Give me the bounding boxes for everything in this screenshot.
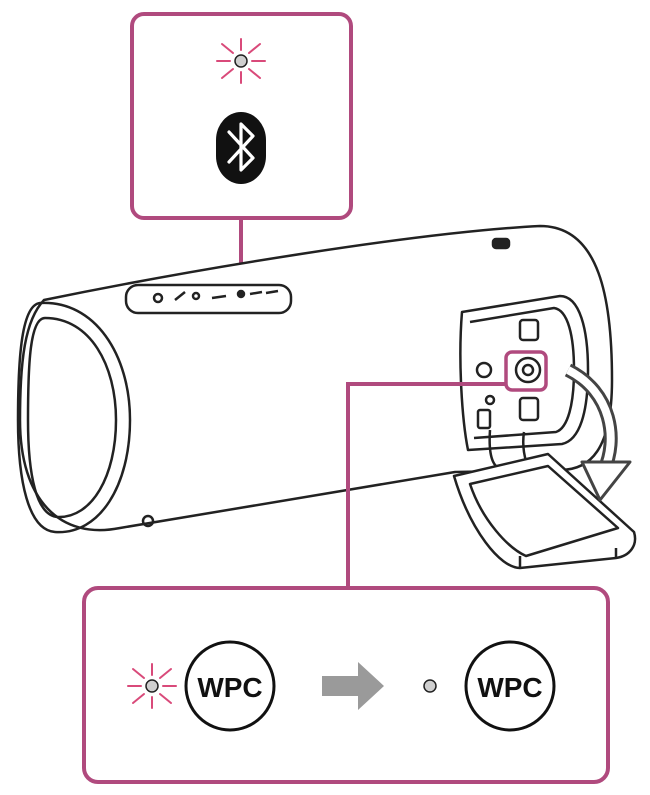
button-panel bbox=[124, 283, 293, 315]
speaker-body bbox=[18, 224, 614, 532]
bottom-callout-leader-line bbox=[346, 382, 506, 588]
wpc-badge-after: WPC bbox=[464, 640, 556, 732]
bluetooth-icon bbox=[216, 112, 266, 184]
arrow-right-icon bbox=[322, 662, 384, 710]
wpc-highlight bbox=[504, 350, 548, 392]
speaker-end-cap-outer bbox=[16, 301, 132, 534]
wpc-label-after: WPC bbox=[477, 672, 542, 703]
blinking-indicator-top bbox=[216, 38, 266, 84]
indicator-lamp-top bbox=[234, 54, 248, 68]
blinking-indicator-bottom bbox=[127, 663, 177, 709]
wpc-label-before: WPC bbox=[197, 672, 262, 703]
power-button-icon bbox=[152, 292, 164, 304]
speaker-end-cap-inner bbox=[26, 316, 118, 519]
speaker bbox=[16, 224, 637, 570]
cover-open-arrow-icon bbox=[564, 363, 632, 502]
blink-rays-top bbox=[216, 38, 266, 84]
bluetooth-button-icon bbox=[191, 291, 201, 301]
side-indicator bbox=[475, 361, 493, 379]
speaker-foot bbox=[141, 514, 155, 528]
wpc-badge-before: WPC bbox=[184, 640, 276, 732]
indicator-off bbox=[423, 679, 437, 693]
wpc-button bbox=[514, 356, 542, 384]
strap-hole bbox=[491, 237, 511, 250]
pairing-indicator-dot bbox=[236, 289, 246, 299]
